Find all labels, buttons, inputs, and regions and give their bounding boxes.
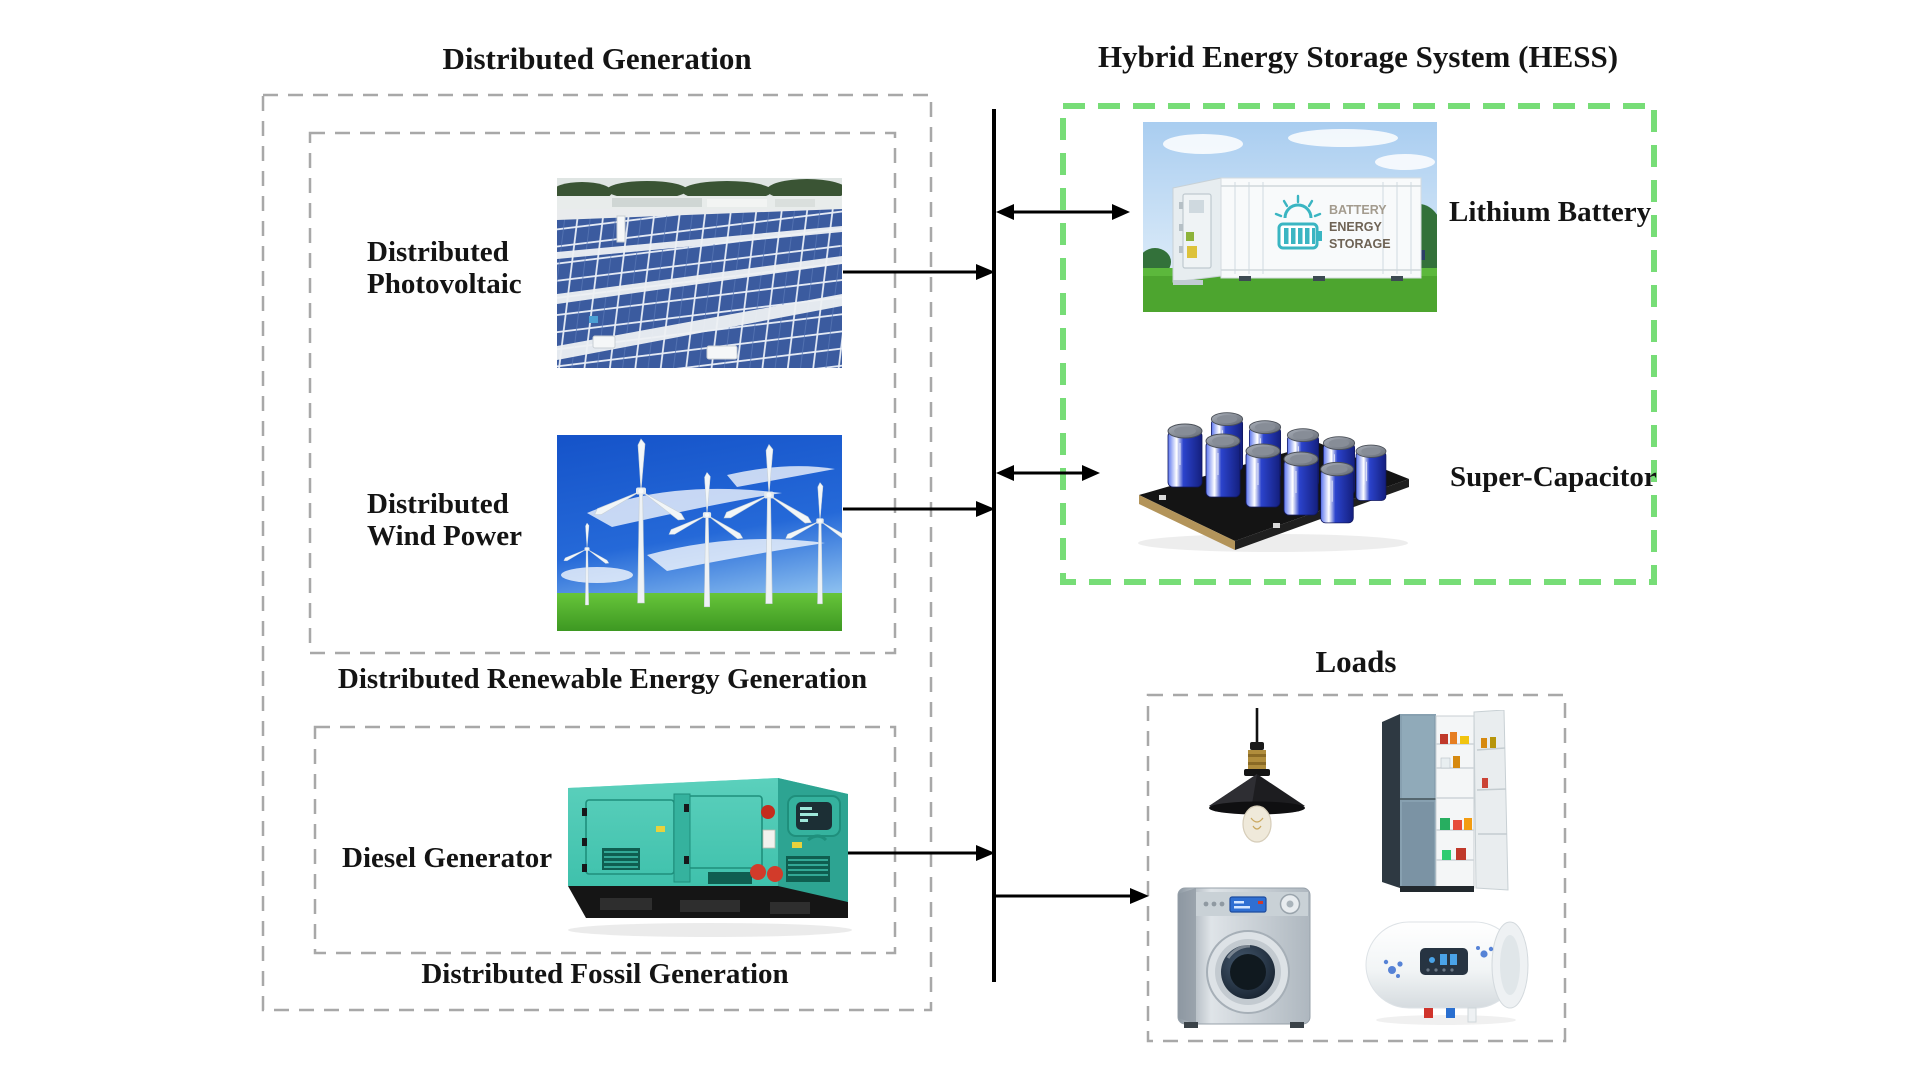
fridge-open-door <box>1473 710 1509 891</box>
pv-label: Distributed Photovoltaic <box>367 236 522 301</box>
bess-logo-text-storage: STORAGE <box>1329 237 1391 251</box>
distributed-generation-title: Distributed Generation <box>442 41 752 76</box>
wind-label-line2: Wind Power <box>367 520 522 553</box>
arrow-diesel-to-bus <box>845 845 995 861</box>
wind-label-line1: Distributed <box>367 488 509 520</box>
bess-logo: BATTERY ENERGY STORAGE <box>1274 194 1391 251</box>
bess-logo-text-energy: ENERGY <box>1329 220 1382 234</box>
refrigerator-image <box>1378 710 1511 893</box>
power-sockets <box>750 864 783 882</box>
edison-bulb <box>1242 805 1272 843</box>
renewable-generation-box <box>308 131 897 655</box>
arrow-bus-supercap-bidirectional <box>996 465 1100 481</box>
arrow-bus-to-loads <box>995 888 1149 904</box>
solar-panel-array-image <box>557 178 842 368</box>
hess-box <box>1060 103 1657 585</box>
emergency-stop-button <box>761 805 775 819</box>
arrow-bus-battery-bidirectional <box>996 204 1130 220</box>
fridge-food <box>1440 732 1472 860</box>
flower-decals <box>1383 946 1494 978</box>
hess-title: Hybrid Energy Storage System (HESS) <box>1097 39 1619 74</box>
loads-title: Loads <box>1315 644 1397 679</box>
washing-machine-image <box>1172 884 1318 1031</box>
super-capacitor-image <box>1123 375 1420 556</box>
fossil-generation-box <box>313 725 897 955</box>
arrow-wind-to-bus <box>843 501 995 517</box>
fossil-group-label: Distributed Fossil Generation <box>421 958 789 990</box>
lithium-battery-label: Lithium Battery <box>1449 196 1652 228</box>
distributed-generation-box <box>261 93 933 1012</box>
heater-pipes <box>1424 1007 1477 1023</box>
battery-storage-container-image: BATTERY ENERGY STORAGE <box>1143 122 1437 312</box>
diesel-generator-image <box>560 760 856 940</box>
row-walkways <box>557 226 842 360</box>
renewable-group-label: Distributed Renewable Energy Generation <box>337 663 868 695</box>
water-heater-image <box>1362 912 1531 1028</box>
wind-turbines-image <box>557 435 842 631</box>
pv-label-line2: Photovoltaic <box>367 268 522 301</box>
pendant-lamp-image <box>1193 708 1320 848</box>
bess-logo-text-battery: BATTERY <box>1329 203 1387 217</box>
mounting-rails <box>592 215 738 360</box>
pv-label-line1: Distributed <box>367 236 509 268</box>
super-capacitor-label: Super-Capacitor <box>1450 461 1657 493</box>
wind-label: Distributed Wind Power <box>367 488 522 553</box>
arrow-pv-to-bus <box>843 264 995 280</box>
clouds <box>561 466 835 583</box>
diesel-generator-label: Diesel Generator <box>342 842 553 874</box>
washer-display <box>1229 896 1267 913</box>
loads-box <box>1146 693 1567 1043</box>
